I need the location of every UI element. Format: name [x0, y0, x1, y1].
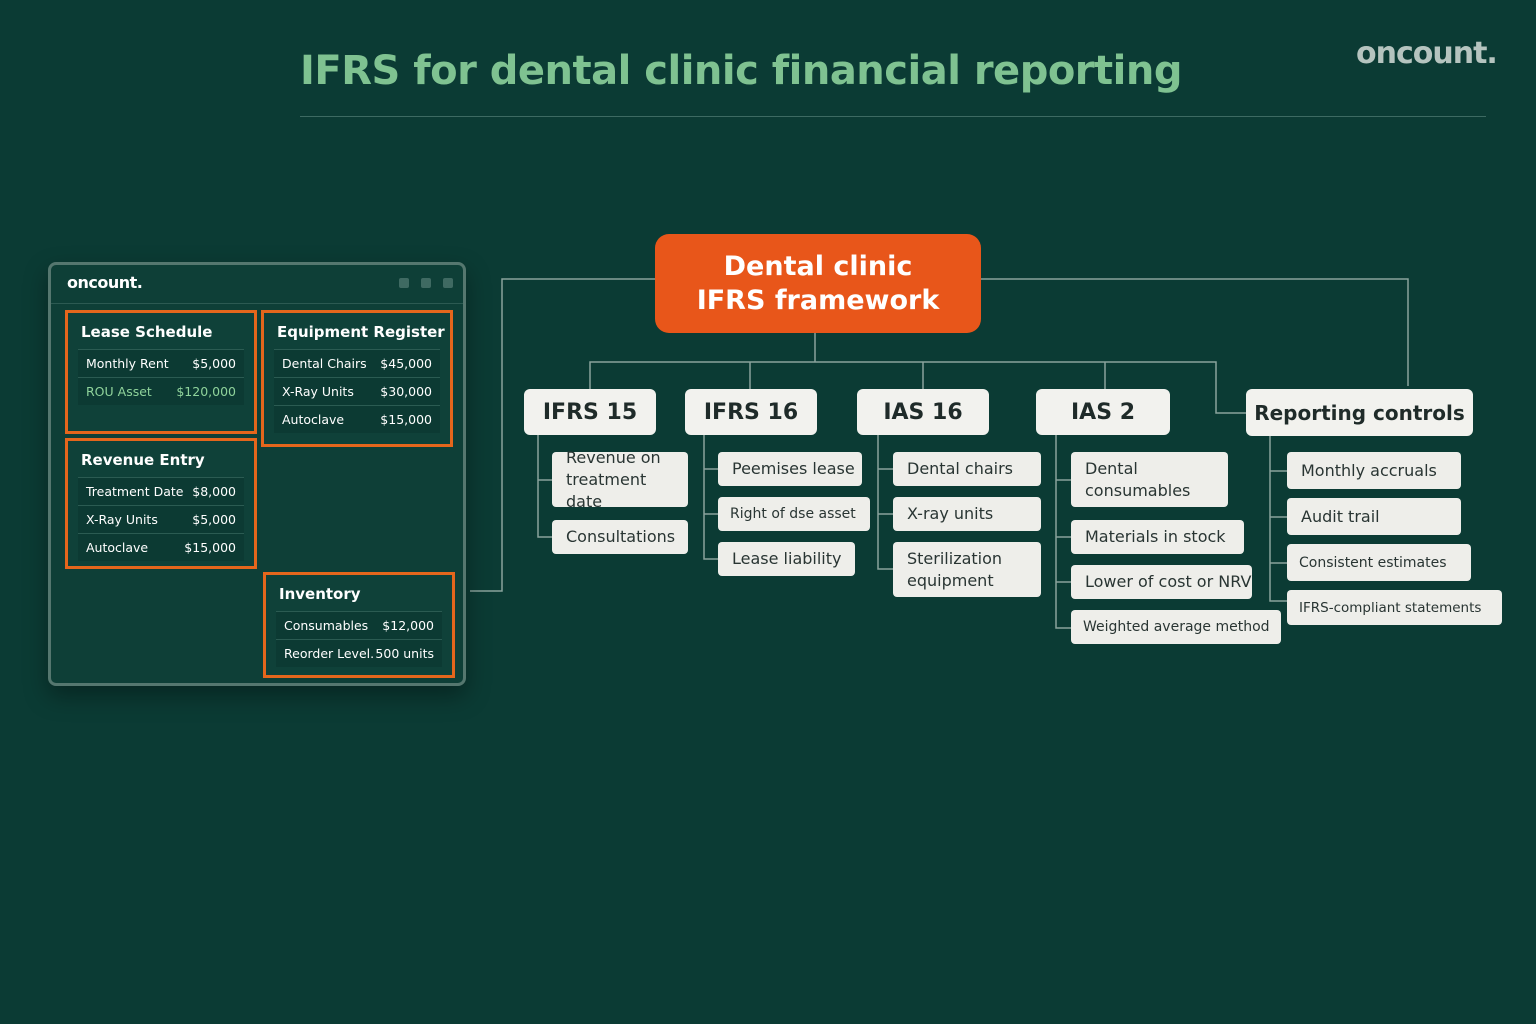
root-node-line1: Dental clinic [723, 250, 913, 282]
brand-logo: oncount. [1356, 36, 1498, 71]
connector-ias16-children [877, 435, 893, 570]
revenue-row-label: X-Ray Units [86, 512, 158, 527]
equipment-row-label: Dental Chairs [282, 356, 367, 371]
title-divider [300, 116, 1486, 117]
category-reporting-controls[interactable]: Reporting controls [1246, 389, 1473, 436]
revenue-row-value: $5,000 [192, 512, 236, 527]
leaf-reporting-monthly-accruals[interactable]: Monthly accruals [1287, 452, 1461, 489]
revenue-entry-title: Revenue Entry [81, 451, 205, 469]
leaf-ias2-materials[interactable]: Materials in stock [1071, 520, 1244, 554]
leaf-reporting-audit-trail[interactable]: Audit trail [1287, 498, 1461, 535]
inventory-row-value: $12,000 [382, 618, 434, 633]
revenue-row[interactable]: Autoclave $15,000 [78, 533, 244, 561]
leaf-ias16-dental-chairs[interactable]: Dental chairs [893, 452, 1041, 486]
revenue-row-value: $15,000 [184, 540, 236, 555]
page-title: IFRS for dental clinic financial reporti… [300, 48, 1182, 94]
equipment-row-value: $45,000 [380, 356, 432, 371]
lease-schedule-panel[interactable]: Lease Schedule Monthly Rent $5,000 ROU A… [65, 310, 257, 434]
leaf-ifrs16-lease-liability[interactable]: Lease liability [718, 542, 855, 576]
lease-row[interactable]: ROU Asset $120,000 [78, 377, 244, 405]
equipment-row-value: $30,000 [380, 384, 432, 399]
equipment-register-panel[interactable]: Equipment Register Dental Chairs $45,000… [261, 310, 453, 447]
revenue-row[interactable]: Treatment Date $8,000 [78, 477, 244, 505]
lease-row-value: $120,000 [176, 384, 236, 399]
leaf-ifrs15-consultations[interactable]: Consultations [552, 520, 688, 554]
connector-root-reporting [981, 278, 1409, 386]
connector-ifrs16-children [703, 435, 718, 560]
leaf-ias16-xray-units[interactable]: X-ray units [893, 497, 1041, 531]
lease-row-label: ROU Asset [86, 384, 152, 399]
lease-schedule-title: Lease Schedule [81, 323, 213, 341]
window-close-button[interactable] [443, 278, 453, 288]
window-divider [51, 303, 463, 304]
revenue-entry-panel[interactable]: Revenue Entry Treatment Date $8,000 X-Ra… [65, 438, 257, 569]
lease-row[interactable]: Monthly Rent $5,000 [78, 349, 244, 377]
connector-root-window [470, 278, 655, 592]
leaf-ifrs15-revenue[interactable]: Revenue on treatment date [552, 448, 688, 511]
inventory-row-label: Consumables [284, 618, 369, 633]
connector-bus [589, 361, 1246, 414]
app-window: oncount. Lease Schedule Monthly Rent $5,… [48, 262, 466, 686]
equipment-row[interactable]: X-Ray Units $30,000 [274, 377, 440, 405]
inventory-panel[interactable]: Inventory Consumables $12,000 Reorder Le… [263, 572, 455, 678]
inventory-row-label: Reorder Level. [284, 646, 375, 661]
lease-row-value: $5,000 [192, 356, 236, 371]
lease-row-label: Monthly Rent [86, 356, 169, 371]
window-minimize-button[interactable] [399, 278, 409, 288]
root-node[interactable]: Dental clinic IFRS framework [655, 234, 981, 333]
leaf-ias2-consumables[interactable]: Dental consumables [1071, 452, 1228, 507]
category-ias2[interactable]: IAS 2 [1036, 389, 1170, 435]
leaf-reporting-consistent-estimates[interactable]: Consistent estimates [1287, 544, 1471, 581]
leaf-ias2-lower-cost-nrv[interactable]: Lower of cost or NRV [1071, 565, 1252, 599]
leaf-ias2-weighted-average[interactable]: Weighted average method [1071, 610, 1281, 644]
equipment-row-label: Autoclave [282, 412, 345, 427]
leaf-ifrs16-premises-lease[interactable]: Peemises lease [718, 452, 862, 486]
category-ifrs15[interactable]: IFRS 15 [524, 389, 656, 435]
revenue-row-label: Treatment Date [86, 484, 184, 499]
inventory-row-value: 500 units [375, 646, 434, 661]
inventory-row[interactable]: Reorder Level. 500 units [276, 639, 442, 667]
equipment-row-value: $15,000 [380, 412, 432, 427]
equipment-row-label: X-Ray Units [282, 384, 354, 399]
equipment-row[interactable]: Dental Chairs $45,000 [274, 349, 440, 377]
window-brand: oncount. [67, 273, 143, 292]
equipment-row[interactable]: Autoclave $15,000 [274, 405, 440, 433]
revenue-row-label: Autoclave [86, 540, 149, 555]
category-ifrs16[interactable]: IFRS 16 [685, 389, 817, 435]
connector-reporting-children [1269, 436, 1287, 602]
leaf-ifrs16-right-of-use[interactable]: Right of dse asset [718, 497, 870, 531]
equipment-register-title: Equipment Register [277, 323, 445, 341]
window-maximize-button[interactable] [421, 278, 431, 288]
inventory-title: Inventory [279, 585, 361, 603]
inventory-row[interactable]: Consumables $12,000 [276, 611, 442, 639]
category-ias16[interactable]: IAS 16 [857, 389, 989, 435]
connector-ias2-children [1055, 435, 1071, 629]
leaf-reporting-ifrs-statements[interactable]: IFRS-compliant statements [1287, 590, 1502, 625]
root-node-line2: IFRS framework [696, 284, 940, 316]
revenue-row[interactable]: X-Ray Units $5,000 [78, 505, 244, 533]
leaf-ias16-sterilization[interactable]: Sterilization equipment [893, 542, 1041, 597]
connector-ifrs15-children [537, 435, 552, 538]
revenue-row-value: $8,000 [192, 484, 236, 499]
